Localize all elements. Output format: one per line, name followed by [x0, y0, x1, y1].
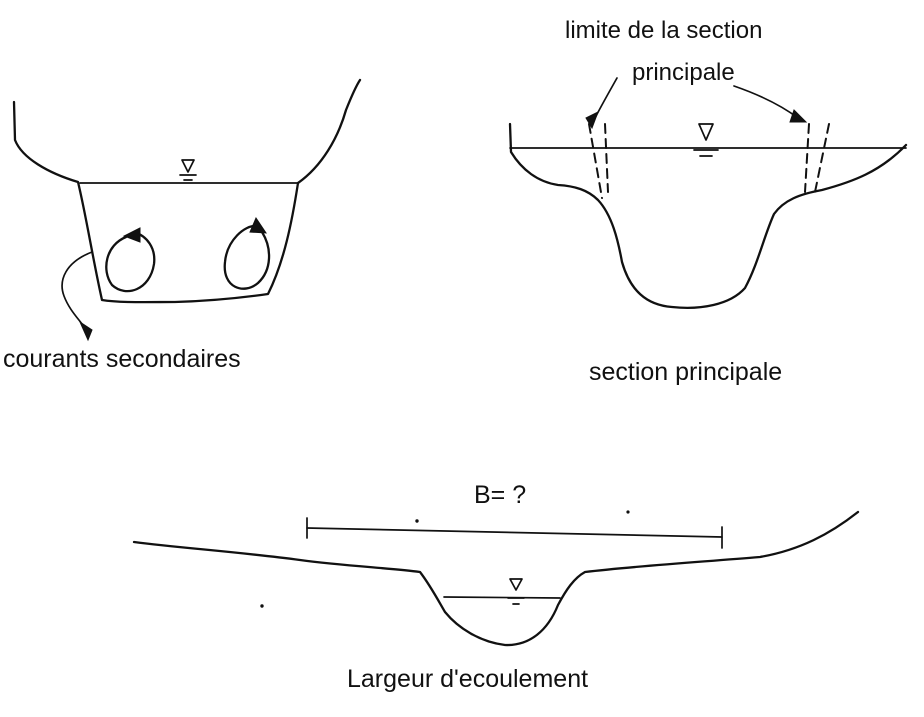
water-level-symbol-2	[693, 123, 719, 157]
main-section-limit-left-b	[604, 123, 609, 193]
panel-main-section: limite de la section principale section …	[508, 17, 908, 386]
water-level-symbol-3	[507, 578, 525, 605]
main-section-limit-left-a	[588, 123, 603, 199]
panel-flow-width: B= ? Largeur d'ecoulement	[132, 481, 860, 693]
right-limit-pointer	[733, 85, 799, 119]
secondary-currents-label: courants secondaires	[3, 345, 241, 373]
water-surface-3	[443, 596, 561, 599]
channel-profile-1	[12, 78, 362, 304]
main-section-label: section principale	[589, 358, 782, 386]
secondary-current-right	[223, 216, 271, 290]
principale-label: principale	[632, 59, 735, 86]
main-section-limit-right-a	[804, 123, 810, 193]
floodplain-profile	[132, 510, 860, 647]
channel-profile-2	[508, 122, 908, 309]
secondary-current-pointer	[61, 251, 93, 331]
secondary-current-left	[105, 227, 156, 293]
right-limit-pointer-arrowhead	[789, 109, 808, 123]
water-level-symbol-1	[179, 159, 197, 181]
speck-1	[415, 519, 419, 523]
flow-width-label: Largeur d'ecoulement	[347, 665, 588, 693]
section-limit-label: limite de la section	[565, 17, 762, 44]
left-limit-pointer-arrowhead	[585, 110, 599, 130]
width-dimension-line	[306, 527, 723, 538]
speck-3	[626, 510, 630, 514]
speck-2	[260, 604, 264, 608]
width-formula-label: B= ?	[474, 481, 526, 509]
main-section-limit-right-b	[814, 123, 830, 193]
panel-secondary-currents: courants secondaires	[3, 78, 362, 373]
secondary-current-pointer-arrowhead	[78, 320, 93, 342]
